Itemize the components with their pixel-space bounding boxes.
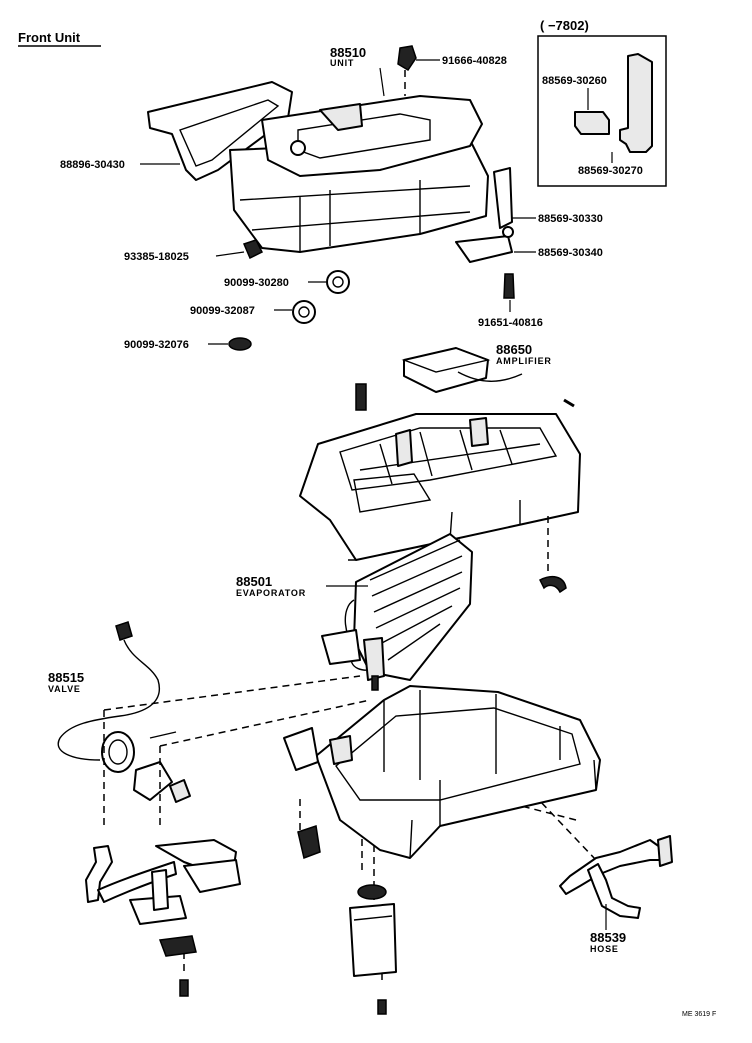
pipe-assembly (85, 839, 241, 997)
top-screw (397, 45, 417, 72)
upper-case-top-grid (339, 427, 558, 491)
inset-bracket-part (619, 53, 653, 153)
valve-body (133, 761, 173, 801)
grommet-a-label: 90099-30280 (224, 277, 289, 289)
lower-case-edges (409, 759, 597, 859)
unit-upper-housing (261, 95, 483, 177)
housing-top-vent (319, 103, 363, 131)
grommet-b-label: 90099-32087 (190, 305, 255, 317)
left-bracket-label: 88896-30430 (60, 159, 125, 171)
diagram-title: Front Unit (18, 30, 81, 45)
upper-case-grid-lines (359, 429, 541, 485)
pipe-clamp (158, 935, 197, 957)
upper-case-front-panel (353, 473, 432, 513)
amplifier-name: AMPLIFIER (496, 356, 552, 366)
right-bracket-nut (502, 226, 514, 238)
lower-case-clip (297, 825, 321, 860)
right-bolt-label: 91651-40816 (478, 317, 543, 329)
top-screw-label: 91666-40828 (442, 55, 507, 67)
valve-capillary-end (115, 621, 133, 641)
grommet-a-hole (332, 276, 344, 288)
upper-case-shell (299, 413, 581, 561)
hose-part (559, 835, 673, 919)
right-clip (538, 575, 567, 594)
amplifier-part (401, 347, 575, 408)
valve-sensing-coil (101, 731, 135, 773)
hose-number: 88539 (590, 930, 626, 945)
lower-case-shell (315, 685, 601, 859)
amplifier-number: 88650 (496, 342, 532, 357)
unit-leader (379, 67, 385, 97)
upper-unit-assembly (147, 45, 515, 351)
hose-upper-branch (559, 839, 669, 895)
drain-assembly (349, 884, 397, 1015)
evaporator-fins (369, 539, 463, 661)
upper-case-fins (395, 417, 489, 467)
valve-name: VALVE (48, 684, 81, 694)
right-vertical-bracket (493, 167, 513, 229)
evaporator-number: 88501 (236, 574, 272, 589)
footer-code: ME 3619 F (682, 1011, 716, 1018)
upper-case-assembly (299, 383, 581, 594)
evaporator-outlet (363, 637, 385, 681)
pipe-left-riser (85, 845, 113, 903)
inset-header: ( −7802) (540, 18, 589, 33)
valve-inlet-line (149, 731, 177, 739)
valve-dash-lines (103, 675, 371, 830)
lower-case-inner-rim (335, 707, 581, 801)
grommet-a (326, 270, 350, 294)
hose-end (657, 835, 673, 867)
evaporator-name: EVAPORATOR (236, 588, 306, 598)
evaporator-outlet-end (371, 675, 379, 691)
inset-clip-part (574, 111, 610, 135)
unit-name: UNIT (330, 58, 354, 68)
valve-part (57, 621, 191, 803)
drain-screw (377, 999, 387, 1015)
hose-name: HOSE (590, 944, 619, 954)
valve-number: 88515 (48, 670, 84, 685)
valve-capillary-tube (57, 639, 160, 761)
right-bolt (503, 273, 515, 299)
upper-case-screw (355, 383, 367, 411)
pipe-vertical (151, 869, 169, 911)
right-bracket-label: 88569-30330 (538, 213, 603, 225)
lower-case-hinge (329, 735, 353, 765)
amplifier-wire (457, 371, 523, 382)
left-mounting-bracket (147, 81, 293, 181)
drain-cover (349, 903, 397, 977)
left-screw (242, 239, 264, 260)
pipe-connector (183, 859, 241, 893)
right-lower-bracket (455, 235, 513, 263)
amplifier-top-face (401, 347, 491, 373)
valve-outlet (169, 779, 191, 803)
left-screw-leader (215, 251, 245, 257)
evaporator-part (321, 533, 473, 691)
lower-case-walls (383, 690, 561, 780)
drain-cover-line (353, 915, 393, 921)
drain-grommet (357, 884, 387, 900)
hose-lower-branch (587, 863, 641, 919)
grommet-b (292, 300, 316, 324)
pipe-clamp-screw (179, 979, 189, 997)
grommet-b-hole (298, 306, 310, 318)
bracket-opening (179, 99, 280, 167)
housing-ribs (239, 180, 471, 252)
lower-case-left-tab (283, 727, 319, 771)
unit-number: 88510 (330, 45, 366, 60)
grommet-c-label: 90099-32076 (124, 339, 189, 351)
lower-bracket-label: 88569-30340 (538, 247, 603, 259)
inset-box: ( −7802) 88569-30260 88569-30270 (537, 18, 667, 187)
inset-part-a-label: 88569-30260 (542, 75, 607, 87)
left-screw-label: 93385-18025 (124, 251, 189, 263)
evaporator-fitting (321, 629, 361, 665)
inset-part-b-label: 88569-30270 (578, 165, 643, 177)
lower-case-assembly (283, 685, 601, 860)
housing-top-boss (290, 140, 306, 156)
amplifier-screw (563, 398, 575, 408)
valve-coil-inner (108, 739, 128, 765)
grommet-c (228, 337, 252, 351)
